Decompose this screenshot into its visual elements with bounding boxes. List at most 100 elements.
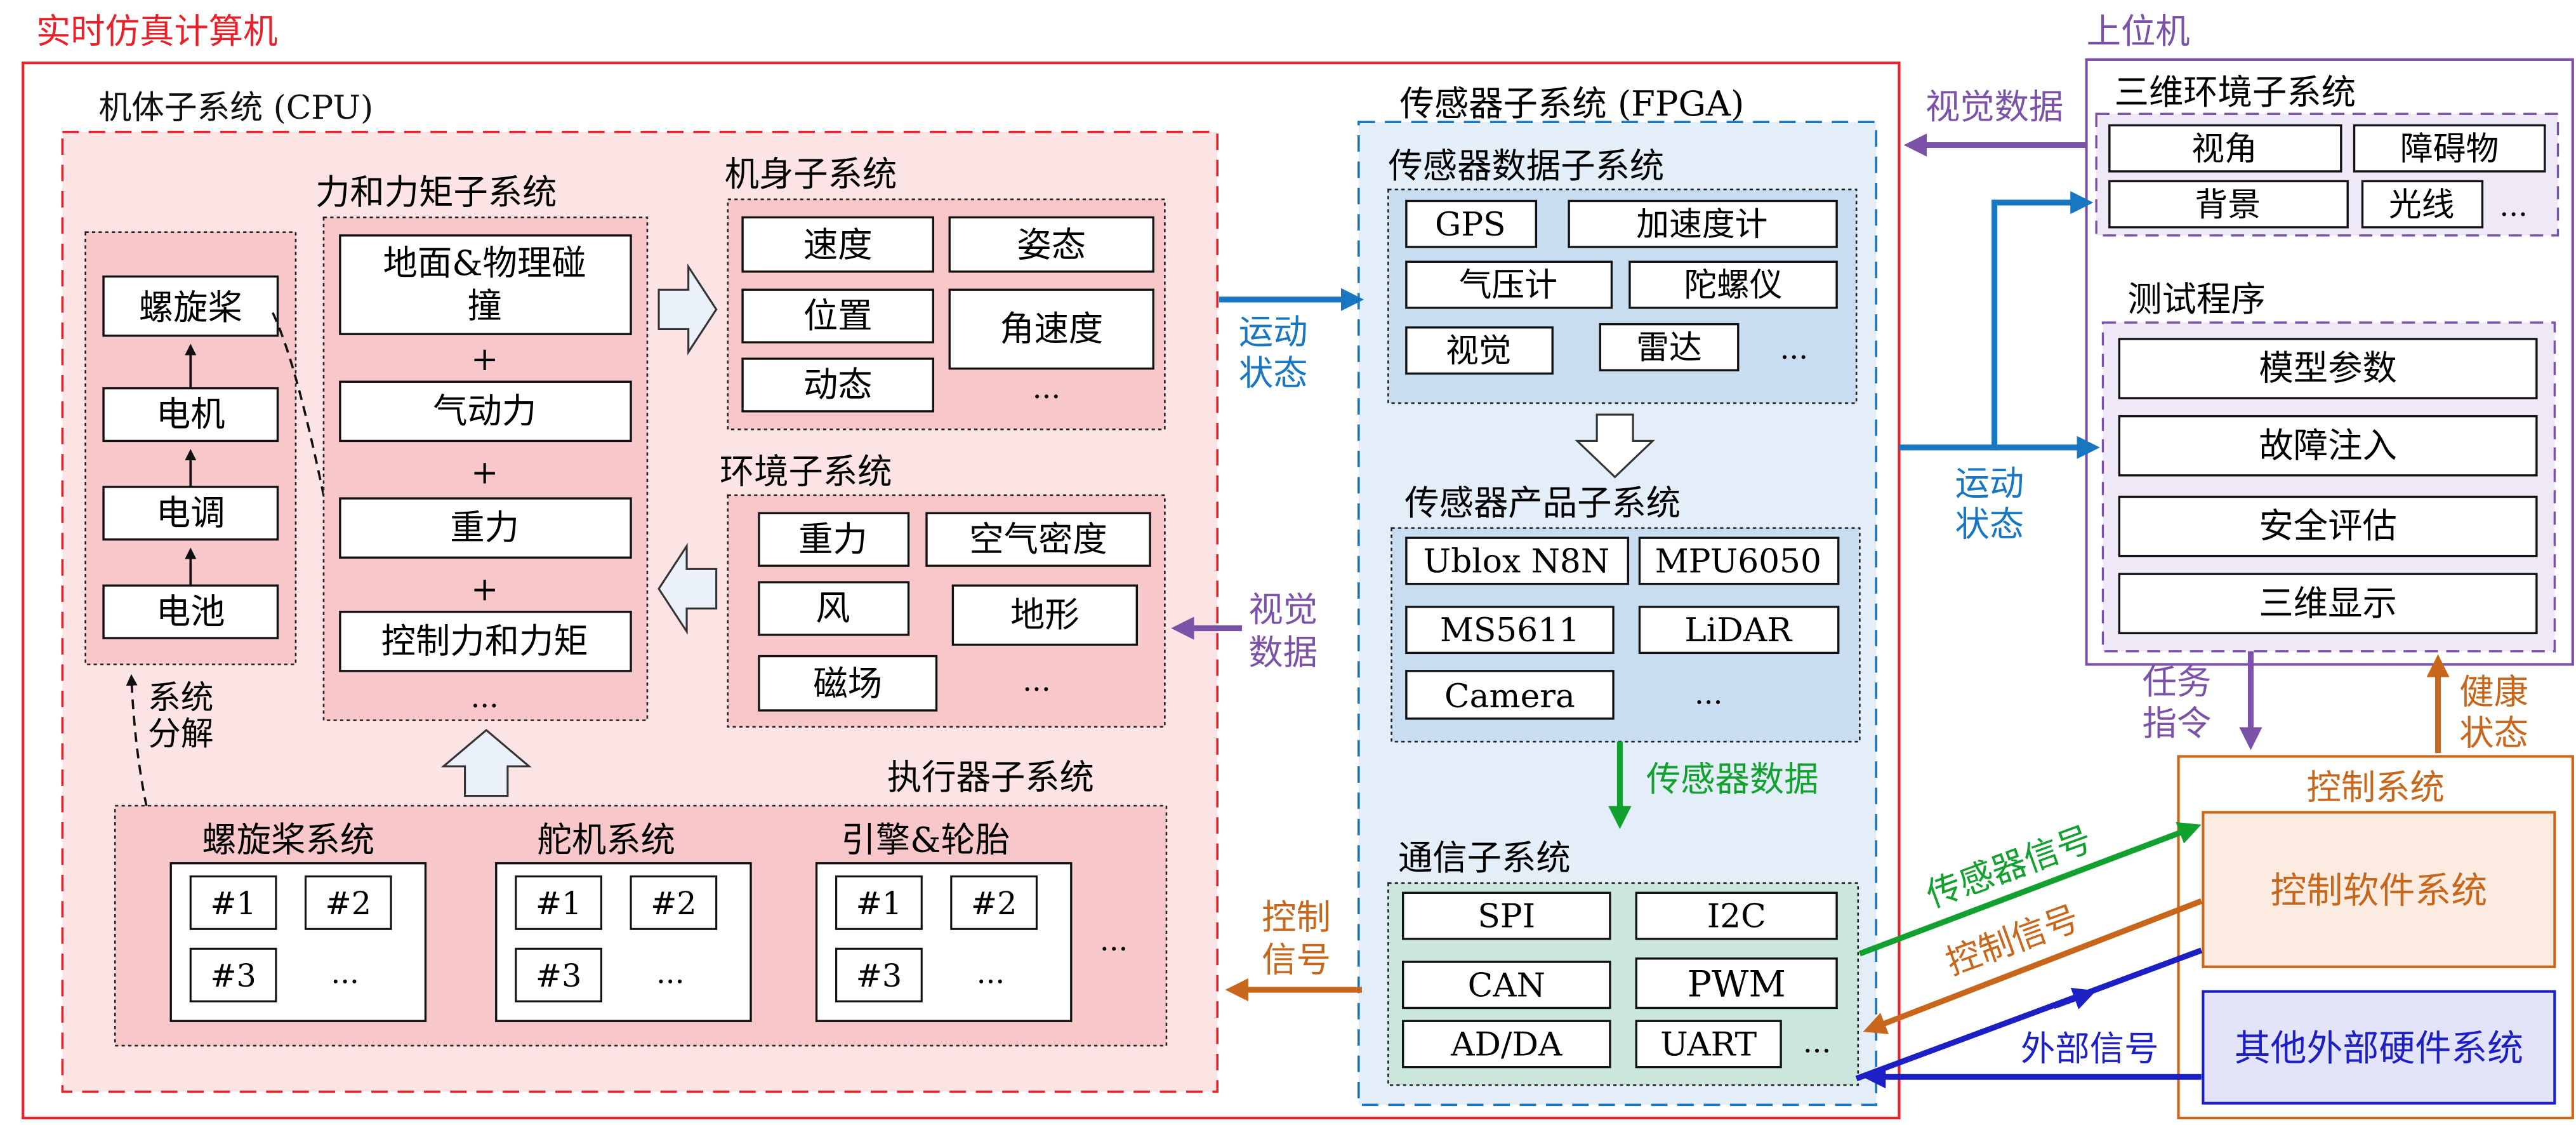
more-ellipsis: ... xyxy=(2499,189,2527,223)
sensor-product-item: Camera xyxy=(1405,670,1615,720)
ground-collision-label: 撞 xyxy=(467,286,501,326)
external-signal-line xyxy=(1855,947,2203,1082)
svg-text:螺旋桨: 螺旋桨 xyxy=(139,288,242,328)
ground-collision-label: 地面&物理碰 xyxy=(383,243,586,283)
host-title: 上位机 xyxy=(2087,11,2190,51)
svg-text:#2: #2 xyxy=(326,885,372,922)
more-ellipsis: ... xyxy=(470,680,498,714)
prop-chain-item: 电机 xyxy=(102,387,279,443)
svg-text:UART: UART xyxy=(1660,1026,1757,1064)
comm-item: UART xyxy=(1635,1020,1782,1068)
svg-text:加速度计: 加速度计 xyxy=(1636,206,1767,244)
comm-item: SPI xyxy=(1402,891,1611,940)
prop-chain-item: 螺旋桨 xyxy=(102,275,279,337)
svg-text:AD/DA: AD/DA xyxy=(1450,1026,1562,1064)
external-signal-arrow-mid xyxy=(2052,987,2096,1009)
svg-text:#3: #3 xyxy=(210,957,256,994)
env-item: 磁场 xyxy=(758,655,938,712)
svg-text:陀螺仪: 陀螺仪 xyxy=(1684,267,1782,305)
comm-item: I2C xyxy=(1635,891,1838,940)
ground-collision-box xyxy=(339,234,632,335)
sensor-data-label: 传感器数据 xyxy=(1646,759,1819,799)
svg-text:CAN: CAN xyxy=(1468,966,1545,1004)
more-ellipsis: ... xyxy=(1100,923,1128,957)
svg-text:地形: 地形 xyxy=(1010,595,1080,635)
test-item: 安全评估 xyxy=(2118,495,2538,557)
system-decomposition-label: 系统 xyxy=(148,679,214,717)
env3d-item: 视角 xyxy=(2108,124,2342,173)
env-to-force-block-arrow xyxy=(657,542,718,635)
svg-text:#3: #3 xyxy=(856,957,902,994)
control-system-title: 控制系统 xyxy=(2306,768,2444,808)
svg-text:速度: 速度 xyxy=(803,225,873,265)
sensor-data-item: 雷达 xyxy=(1599,323,1740,371)
gravity-label: 重力 xyxy=(450,508,519,548)
health-state-label: 状态 xyxy=(2459,713,2528,753)
plus-sign: + xyxy=(471,571,498,609)
env3d-item: 障碍物 xyxy=(2353,124,2546,173)
prop-to-control-force-arrow xyxy=(272,312,349,599)
actuator-group-title: 舵机系统 xyxy=(537,820,675,860)
svg-text:#2: #2 xyxy=(971,885,1017,922)
more-ellipsis: ... xyxy=(1033,371,1060,405)
svg-text:Ublox N8N: Ublox N8N xyxy=(1423,543,1609,581)
svg-text:气压计: 气压计 xyxy=(1459,267,1557,305)
env-title: 环境子系统 xyxy=(720,452,892,492)
system-decomposition-label: 分解 xyxy=(148,715,214,753)
env3d-title: 三维环境子系统 xyxy=(2115,72,2356,112)
comm-item: AD/DA xyxy=(1402,1020,1611,1068)
svg-text:#1: #1 xyxy=(856,885,902,922)
control-signal-label: 控制 xyxy=(1262,897,1331,937)
aero-box xyxy=(339,380,632,443)
plus-sign: + xyxy=(471,340,498,378)
comm-title: 通信子系统 xyxy=(1398,838,1571,878)
svg-text:GPS: GPS xyxy=(1435,206,1506,244)
svg-text:光线: 光线 xyxy=(2389,186,2455,224)
task-command-label: 指令 xyxy=(2143,703,2212,743)
actuator-title: 执行器子系统 xyxy=(887,757,1094,797)
data-to-product-block-arrow xyxy=(1575,413,1656,479)
body-item: 位置 xyxy=(741,288,935,343)
svg-text:姿态: 姿态 xyxy=(1017,225,1086,265)
actuator-group-title: 螺旋桨系统 xyxy=(202,820,374,860)
more-ellipsis: ... xyxy=(1780,331,1808,366)
test-item: 三维显示 xyxy=(2118,573,2538,634)
body-title: 机身子系统 xyxy=(725,154,897,194)
actuator-group-servo: #1 #2 #3 ... xyxy=(495,862,752,1022)
sensor-product-item: MS5611 xyxy=(1405,606,1615,655)
sensor-signal-arrow xyxy=(1858,822,2202,957)
control-software-box xyxy=(2202,811,2556,968)
actuator-to-force-block-arrow xyxy=(440,729,532,797)
svg-text:SPI: SPI xyxy=(1477,898,1535,936)
svg-text:背景: 背景 xyxy=(2195,186,2261,224)
svg-text:三维显示: 三维显示 xyxy=(2259,583,2396,623)
svg-text:#1: #1 xyxy=(210,885,256,922)
svg-text:磁场: 磁场 xyxy=(813,664,882,704)
motion-state-label: 状态 xyxy=(1239,353,1308,393)
test-item: 故障注入 xyxy=(2118,415,2538,477)
task-command-label: 任务 xyxy=(2143,662,2212,702)
env3d-item: 背景 xyxy=(2108,180,2349,229)
svg-text:...: ... xyxy=(977,956,1005,990)
svg-text:#1: #1 xyxy=(536,885,582,922)
comm-item: PWM xyxy=(1635,957,1838,1009)
svg-text:MPU6050: MPU6050 xyxy=(1655,543,1821,581)
motion-state-label: 运动 xyxy=(1239,312,1308,352)
rt-computer-title: 实时仿真计算机 xyxy=(36,11,278,51)
actuator-group-title: 引擎&轮胎 xyxy=(841,820,1010,860)
more-ellipsis: ... xyxy=(1803,1025,1831,1059)
body-item: 动态 xyxy=(741,357,935,413)
host-visual-data-label: 视觉数据 xyxy=(1925,87,2063,127)
sensor-data-item: GPS xyxy=(1405,199,1538,248)
external-signal-label: 外部信号 xyxy=(2021,1028,2158,1068)
health-state-label: 健康 xyxy=(2459,672,2528,712)
sensor-title: 传感器子系统 (FPGA) xyxy=(1400,84,1745,124)
control-signal-label: 信号 xyxy=(1262,940,1331,980)
svg-text:模型参数: 模型参数 xyxy=(2259,349,2396,389)
svg-text:电调: 电调 xyxy=(156,493,225,533)
env-item: 重力 xyxy=(758,512,910,567)
gravity-box xyxy=(339,497,632,559)
sensor-product-title: 传感器产品子系统 xyxy=(1404,483,1681,523)
rt-computer-frame xyxy=(22,61,1901,1120)
